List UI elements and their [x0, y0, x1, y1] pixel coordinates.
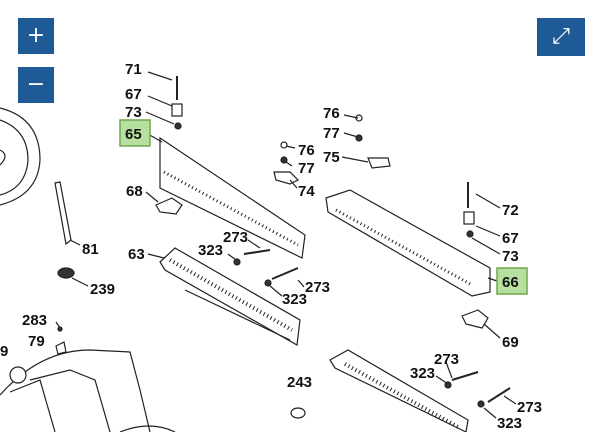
- callout-73[interactable]: 73: [125, 104, 142, 121]
- callout-273-c[interactable]: 273: [434, 351, 459, 368]
- callout-66[interactable]: 66: [502, 274, 519, 291]
- callout-323-c[interactable]: 323: [410, 365, 435, 382]
- wheel-fragment: [0, 107, 41, 206]
- callout-283[interactable]: 283: [22, 312, 47, 329]
- part-69-clamp: [461, 309, 489, 329]
- callout-68[interactable]: 68: [126, 183, 143, 200]
- expand-icon: ⤢: [552, 24, 570, 49]
- callout-81[interactable]: 81: [82, 241, 99, 258]
- callout-75[interactable]: 75: [323, 149, 340, 166]
- callout-76-b[interactable]: 76: [323, 105, 340, 122]
- fullscreen-button[interactable]: ⤢: [537, 18, 585, 56]
- callout-69[interactable]: 69: [502, 334, 519, 351]
- callout-71[interactable]: 71: [125, 61, 142, 78]
- zoom-in-button[interactable]: +: [18, 18, 54, 54]
- callout-273[interactable]: 273: [223, 229, 248, 246]
- callout-74[interactable]: 74: [298, 183, 315, 200]
- callout-323[interactable]: 323: [198, 242, 223, 259]
- callout-243[interactable]: 243: [287, 374, 312, 391]
- callout-9[interactable]: 9: [0, 343, 8, 360]
- callout-65-highlight[interactable]: [119, 119, 151, 147]
- callout-65[interactable]: 65: [125, 126, 142, 143]
- zoom-out-button[interactable]: −: [18, 67, 54, 103]
- callout-67-b[interactable]: 67: [502, 230, 519, 247]
- callout-73-b[interactable]: 73: [502, 248, 519, 265]
- callout-323-b[interactable]: 323: [282, 291, 307, 308]
- part-65-fence: [159, 136, 306, 259]
- part-239-cap: [57, 267, 75, 279]
- callout-72[interactable]: 72: [502, 202, 519, 219]
- callout-76[interactable]: 76: [298, 142, 315, 159]
- part-81-rod: [54, 181, 72, 246]
- part-63-rail: [159, 247, 301, 346]
- callout-67[interactable]: 67: [125, 86, 142, 103]
- part-66-fence: [325, 189, 491, 297]
- callout-63[interactable]: 63: [128, 246, 145, 263]
- part-243-ring: [290, 407, 306, 419]
- plus-icon: +: [26, 23, 46, 48]
- base-assembly: [0, 349, 151, 432]
- callout-273-b[interactable]: 273: [305, 279, 330, 296]
- callout-77[interactable]: 77: [298, 160, 315, 177]
- minus-icon: −: [26, 72, 46, 97]
- callout-66-highlight[interactable]: [496, 267, 528, 295]
- callout-323-d[interactable]: 323: [497, 415, 522, 432]
- callout-273-d[interactable]: 273: [517, 399, 542, 416]
- callout-77-b[interactable]: 77: [323, 125, 340, 142]
- callout-239[interactable]: 239: [90, 281, 115, 298]
- part-68-clamp: [155, 197, 183, 215]
- callout-79[interactable]: 79: [28, 333, 45, 350]
